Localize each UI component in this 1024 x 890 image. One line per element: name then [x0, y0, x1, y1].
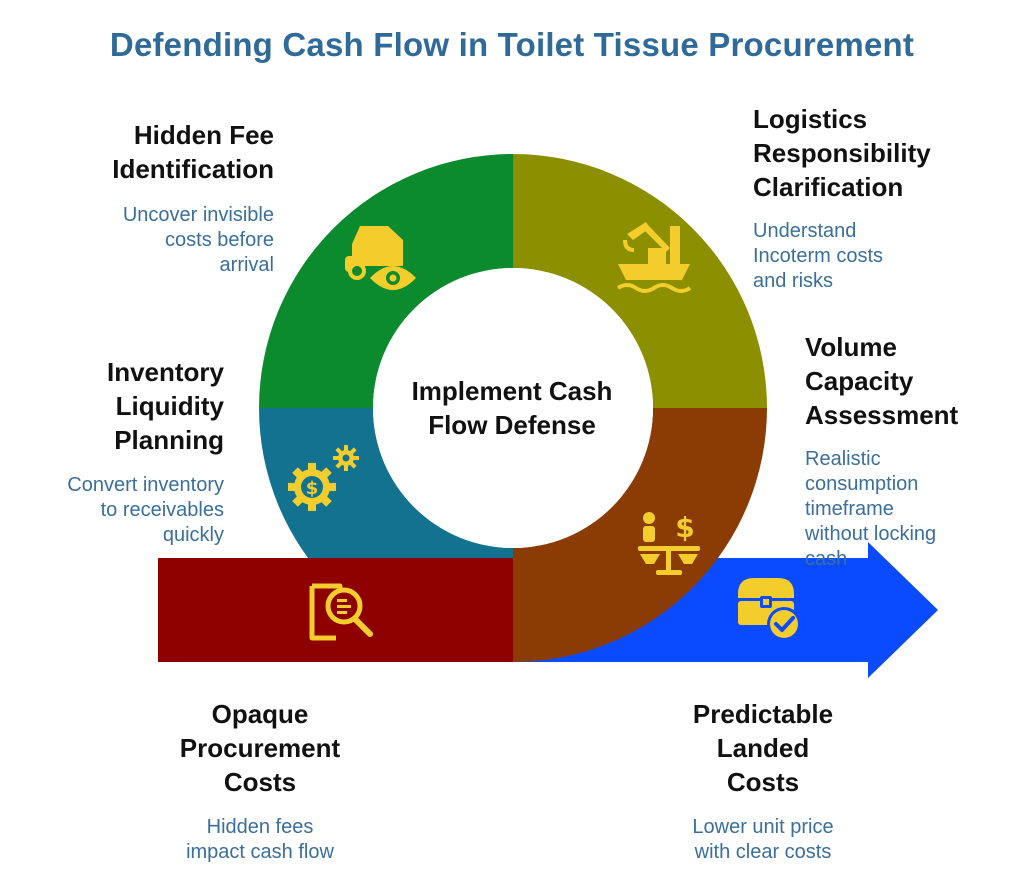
- volume-title-line: Capacity: [805, 366, 914, 396]
- cargo-ship-crane-icon: [616, 222, 692, 293]
- svg-text:$: $: [306, 478, 319, 499]
- segment-logistics: [513, 154, 767, 408]
- volume-title-line: Assessment: [805, 400, 959, 430]
- hidden-fee-desc-line: costs before: [165, 229, 274, 251]
- segment-volume: [513, 408, 767, 662]
- predictable-title: Predictable Landed Costs: [613, 697, 913, 799]
- volume-title-line: Volume: [805, 332, 897, 362]
- volume-desc: Realistic consumption timeframe without …: [805, 447, 936, 572]
- inventory-desc-line: Convert inventory: [67, 474, 224, 496]
- inventory-title: Inventory Liquidity Planning: [107, 355, 224, 457]
- inventory-title-line: Inventory: [106, 357, 224, 387]
- opaque-title-line: Costs: [223, 767, 297, 797]
- inventory-desc-line: to receivables: [100, 499, 224, 521]
- hidden-fee-title: Hidden Fee Identification: [112, 118, 274, 186]
- opaque-title-line: Procurement: [179, 733, 341, 763]
- volume-desc-line: without locking: [805, 523, 937, 545]
- hidden-fee-desc: Uncover invisible costs before arrival: [123, 203, 274, 278]
- logistics-title-line: Responsibility: [753, 138, 931, 168]
- logistics-title-line: Logistics: [753, 104, 868, 134]
- inventory-desc-line: quickly: [162, 524, 224, 546]
- predictable-title-line: Costs: [726, 767, 800, 797]
- logistics-desc-line: Understand: [753, 220, 857, 242]
- opaque-desc-line: impact cash flow: [186, 841, 334, 863]
- predictable-title-line: Predictable: [692, 699, 834, 729]
- logistics-title: Logistics Responsibility Clarification: [753, 102, 931, 204]
- dollar-gears-icon: $: [288, 445, 359, 511]
- treasure-check-icon: [738, 578, 801, 641]
- logistics-desc: Understand Incoterm costs and risks: [753, 219, 883, 294]
- diagram-title: Defending Cash Flow in Toilet Tissue Pro…: [109, 26, 915, 63]
- truck-eye-icon: [345, 226, 416, 290]
- logistics-desc-line: and risks: [753, 270, 834, 292]
- opaque-desc-line: Hidden fees: [206, 816, 314, 838]
- balance-dollar-icon: $: [638, 511, 700, 575]
- document-search-icon: [309, 583, 373, 641]
- svg-text:$: $: [675, 511, 694, 544]
- hidden-fee-desc-line: arrival: [219, 254, 274, 276]
- logistics-title-line: Clarification: [753, 172, 904, 202]
- hidden-fee-desc-line: Uncover invisible: [122, 204, 274, 226]
- hidden-fee-title-line: Hidden Fee: [133, 120, 274, 150]
- inventory-desc: Convert inventory to receivables quickly: [67, 473, 224, 548]
- volume-title: Volume Capacity Assessment: [805, 330, 958, 432]
- predictable-title-line: Landed: [716, 733, 810, 763]
- hub-label: Implement Cash Flow Defense: [372, 374, 652, 442]
- opaque-desc: Hidden fees impact cash flow: [110, 815, 410, 865]
- predictable-desc-line: with clear costs: [694, 841, 832, 863]
- hidden-fee-title-line: Identification: [112, 154, 274, 184]
- volume-desc-line: Realistic: [805, 448, 881, 470]
- predictable-desc-line: Lower unit price: [692, 816, 834, 838]
- hub-circle: [373, 268, 653, 548]
- volume-desc-line: cash: [805, 548, 848, 570]
- inventory-title-line: Liquidity: [115, 391, 224, 421]
- opaque-title: Opaque Procurement Costs: [110, 697, 410, 799]
- predictable-desc: Lower unit price with clear costs: [613, 815, 913, 865]
- logistics-desc-line: Incoterm costs: [753, 245, 884, 267]
- inventory-title-line: Planning: [114, 425, 224, 455]
- hub-line-1: Implement Cash: [411, 376, 613, 406]
- volume-desc-line: consumption: [805, 473, 919, 495]
- opaque-title-line: Opaque: [211, 699, 309, 729]
- hub-line-2: Flow Defense: [428, 410, 596, 440]
- volume-desc-line: timeframe: [805, 498, 894, 520]
